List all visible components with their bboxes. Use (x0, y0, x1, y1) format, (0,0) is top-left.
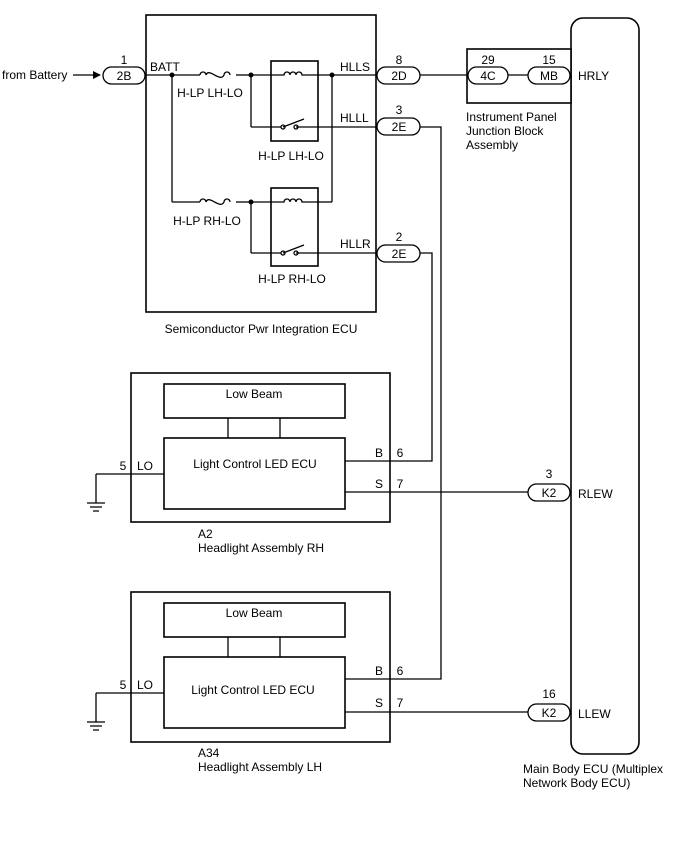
jb-label-2: Junction Block (466, 124, 544, 138)
lh-ground-icon (87, 721, 105, 731)
connector-2d-label: 2D (391, 69, 407, 83)
fuse-rh-icon (199, 198, 231, 205)
connector-2b-label: 2B (117, 69, 132, 83)
main-body-ecu-label-1: Main Body ECU (Multiplex (523, 762, 663, 776)
relay-rh-switch-icon (282, 244, 305, 254)
rh-s-pin: 7 (397, 477, 404, 491)
hlll-to-lh-b-wire (391, 126, 442, 680)
headlight-lh-code: A34 (198, 746, 220, 760)
headlight-lh-name: Headlight Assembly LH (198, 760, 322, 774)
rh-led-ecu-label: Light Control LED ECU (193, 457, 316, 471)
rh-low-beam-label: Low Beam (226, 387, 283, 401)
rh-s-terminal: S (375, 477, 383, 491)
relay-lh-label: H-LP LH-LO (258, 149, 324, 163)
connector-2e-hlll-label: 2E (392, 120, 407, 134)
fuse-rh-label: H-LP RH-LO (173, 214, 241, 228)
lh-led-ecu-label: Light Control LED ECU (191, 683, 314, 697)
lh-lo-pin: 5 (120, 678, 127, 692)
spi-ecu-box (145, 14, 377, 313)
main-body-ecu-label-2: Network Body ECU) (523, 776, 630, 790)
headlight-rh-name: Headlight Assembly RH (198, 541, 324, 555)
lh-b-terminal: B (375, 664, 383, 678)
connector-mb-label: MB (540, 69, 558, 83)
relay-lh-contact-a (280, 124, 286, 130)
hrly-pin-number: 15 (542, 53, 556, 67)
relay-lh-coil-icon (271, 71, 318, 76)
rh-b-pin: 6 (397, 446, 404, 460)
rlew-pin-number: 3 (546, 467, 553, 481)
headlight-rh-code: A2 (198, 527, 213, 541)
lh-s-pin: 7 (397, 696, 404, 710)
fuse-lh-icon (199, 71, 231, 78)
llew-pin-number: 16 (542, 687, 556, 701)
hllr-terminal-label: HLLR (340, 237, 371, 251)
rlew-terminal-label: RLEW (578, 487, 613, 501)
relay-rh-contact-a (280, 250, 286, 256)
batt-pin-number: 1 (121, 53, 128, 67)
batt-terminal-label: BATT (150, 60, 180, 74)
jb-label-3: Assembly (466, 138, 518, 152)
connector-k2-rlew-label: K2 (542, 486, 557, 500)
hlls-terminal-label: HLLS (340, 60, 370, 74)
llew-terminal-label: LLEW (578, 707, 611, 721)
lh-lo-terminal: LO (137, 678, 153, 692)
fuse-lh-label: H-LP LH-LO (177, 86, 243, 100)
from-battery-label: from Battery (2, 68, 67, 82)
rh-b-terminal: B (375, 446, 383, 460)
jb-pin-number: 29 (481, 53, 495, 67)
spi-ecu-label: Semiconductor Pwr Integration ECU (165, 322, 358, 336)
hlll-terminal-label: HLLL (340, 111, 369, 125)
hllr-pin-number: 2 (396, 230, 403, 244)
connector-4c-label: 4C (480, 69, 496, 83)
relay-rh-contact-b (293, 250, 299, 256)
lh-led-ecu-box (163, 656, 346, 729)
lh-b-pin: 6 (397, 664, 404, 678)
lh-low-beam-label: Low Beam (226, 606, 283, 620)
rh-low-beam-box (163, 383, 346, 419)
hlls-pin-number: 8 (396, 53, 403, 67)
connector-2e-hllr-label: 2E (392, 247, 407, 261)
hrly-terminal-label: HRLY (578, 69, 609, 83)
jb-label-1: Instrument Panel (466, 110, 557, 124)
connector-mb (527, 66, 571, 85)
connector-k2-rlew (527, 483, 571, 502)
lh-s-terminal: S (375, 696, 383, 710)
hlll-pin-number: 3 (396, 103, 403, 117)
relay-rh-coil-icon (271, 198, 318, 203)
connector-k2-llew-label: K2 (542, 706, 557, 720)
rh-ground-icon (87, 502, 105, 512)
relay-lh-switch-icon (282, 118, 305, 128)
lh-low-beam-box (163, 602, 346, 638)
main-body-ecu-box (570, 17, 640, 755)
relay-rh-label: H-LP RH-LO (258, 272, 326, 286)
hllr-to-rh-b-wire (391, 252, 433, 462)
relay-lh-contact-b (293, 124, 299, 130)
rh-lo-pin: 5 (120, 459, 127, 473)
connector-k2-llew (527, 703, 571, 722)
rh-led-ecu-box (163, 437, 346, 510)
battery-arrow-icon (93, 71, 101, 79)
rh-lo-terminal: LO (137, 459, 153, 473)
